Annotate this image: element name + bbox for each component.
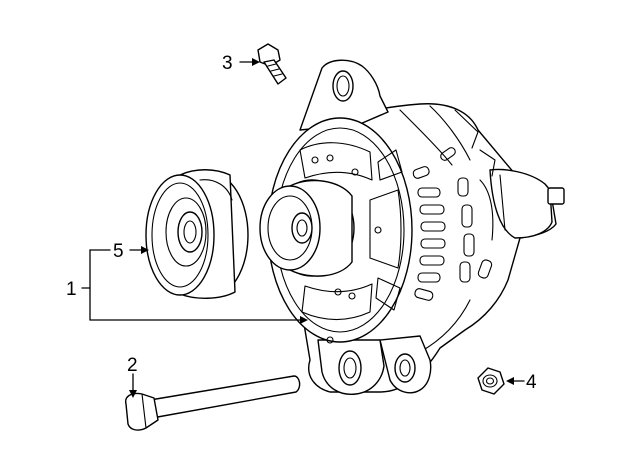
bolt-small <box>257 43 287 85</box>
callout-2: 2 <box>127 355 138 376</box>
callout-4: 4 <box>526 372 537 393</box>
leader-lines <box>81 58 525 398</box>
callout-1: 1 <box>66 279 77 300</box>
bolt-long <box>125 375 301 431</box>
pulley <box>145 169 249 299</box>
callout-5: 5 <box>113 241 124 262</box>
callout-3: 3 <box>222 53 233 74</box>
nut <box>477 367 505 395</box>
alternator <box>259 59 565 395</box>
